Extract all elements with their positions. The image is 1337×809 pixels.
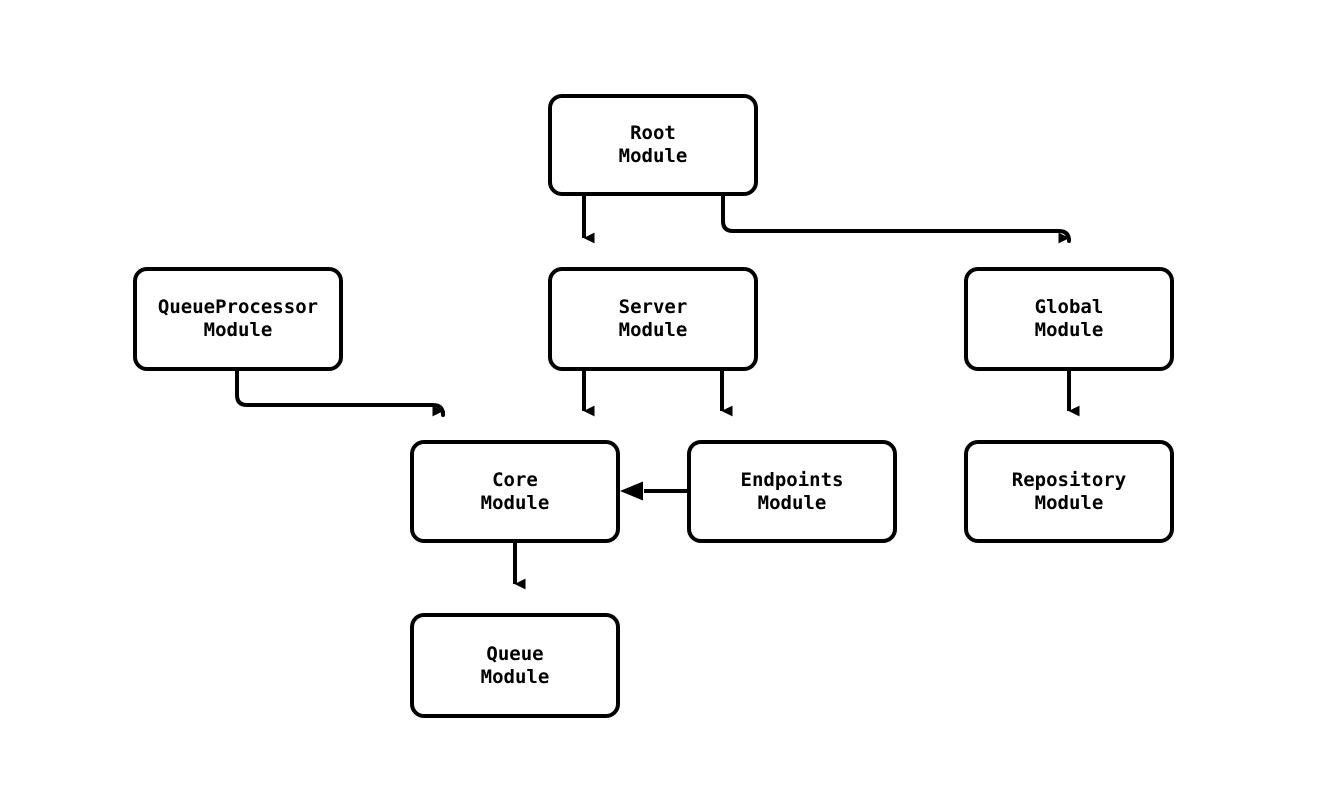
edge-root-to-global [721, 196, 1071, 244]
node-core-module-line2: Module [480, 491, 550, 514]
node-server-module-line1: Server [618, 296, 688, 318]
node-server-module-line2: Module [618, 319, 688, 341]
node-repository-module-line2: Module [1034, 491, 1104, 514]
node-endpoints-module-line1: Endpoints [740, 468, 844, 491]
node-queue-module-line1: Queue [486, 642, 544, 665]
node-endpoints-module[interactable]: Endpoints Module [687, 440, 897, 543]
node-global-module-line1: Global [1034, 296, 1104, 318]
node-core-module-line1: Core [492, 468, 538, 491]
node-queueprocessor-module[interactable]: QueueProcessor Module [133, 267, 343, 371]
node-queue-module-line2: Module [480, 665, 550, 688]
node-queue-module[interactable]: Queue Module [410, 613, 620, 718]
node-endpoints-module-line2: Module [757, 491, 827, 514]
edge-queueprocessor-to-core [235, 371, 445, 417]
node-server-module[interactable]: Server Module [548, 267, 758, 371]
node-core-module[interactable]: Core Module [410, 440, 620, 543]
node-root-module-line2: Module [618, 145, 688, 167]
node-queueprocessor-module-line1: QueueProcessor [157, 296, 319, 318]
node-repository-module-line1: Repository [1011, 468, 1127, 491]
node-global-module[interactable]: Global Module [964, 267, 1174, 371]
node-repository-module[interactable]: Repository Module [964, 440, 1174, 543]
node-queueprocessor-module-line2: Module [203, 319, 273, 341]
node-root-module[interactable]: Root Module [548, 94, 758, 196]
node-global-module-line2: Module [1034, 319, 1104, 341]
edge-endpoints-to-core [620, 481, 687, 501]
node-root-module-line1: Root [630, 122, 676, 144]
